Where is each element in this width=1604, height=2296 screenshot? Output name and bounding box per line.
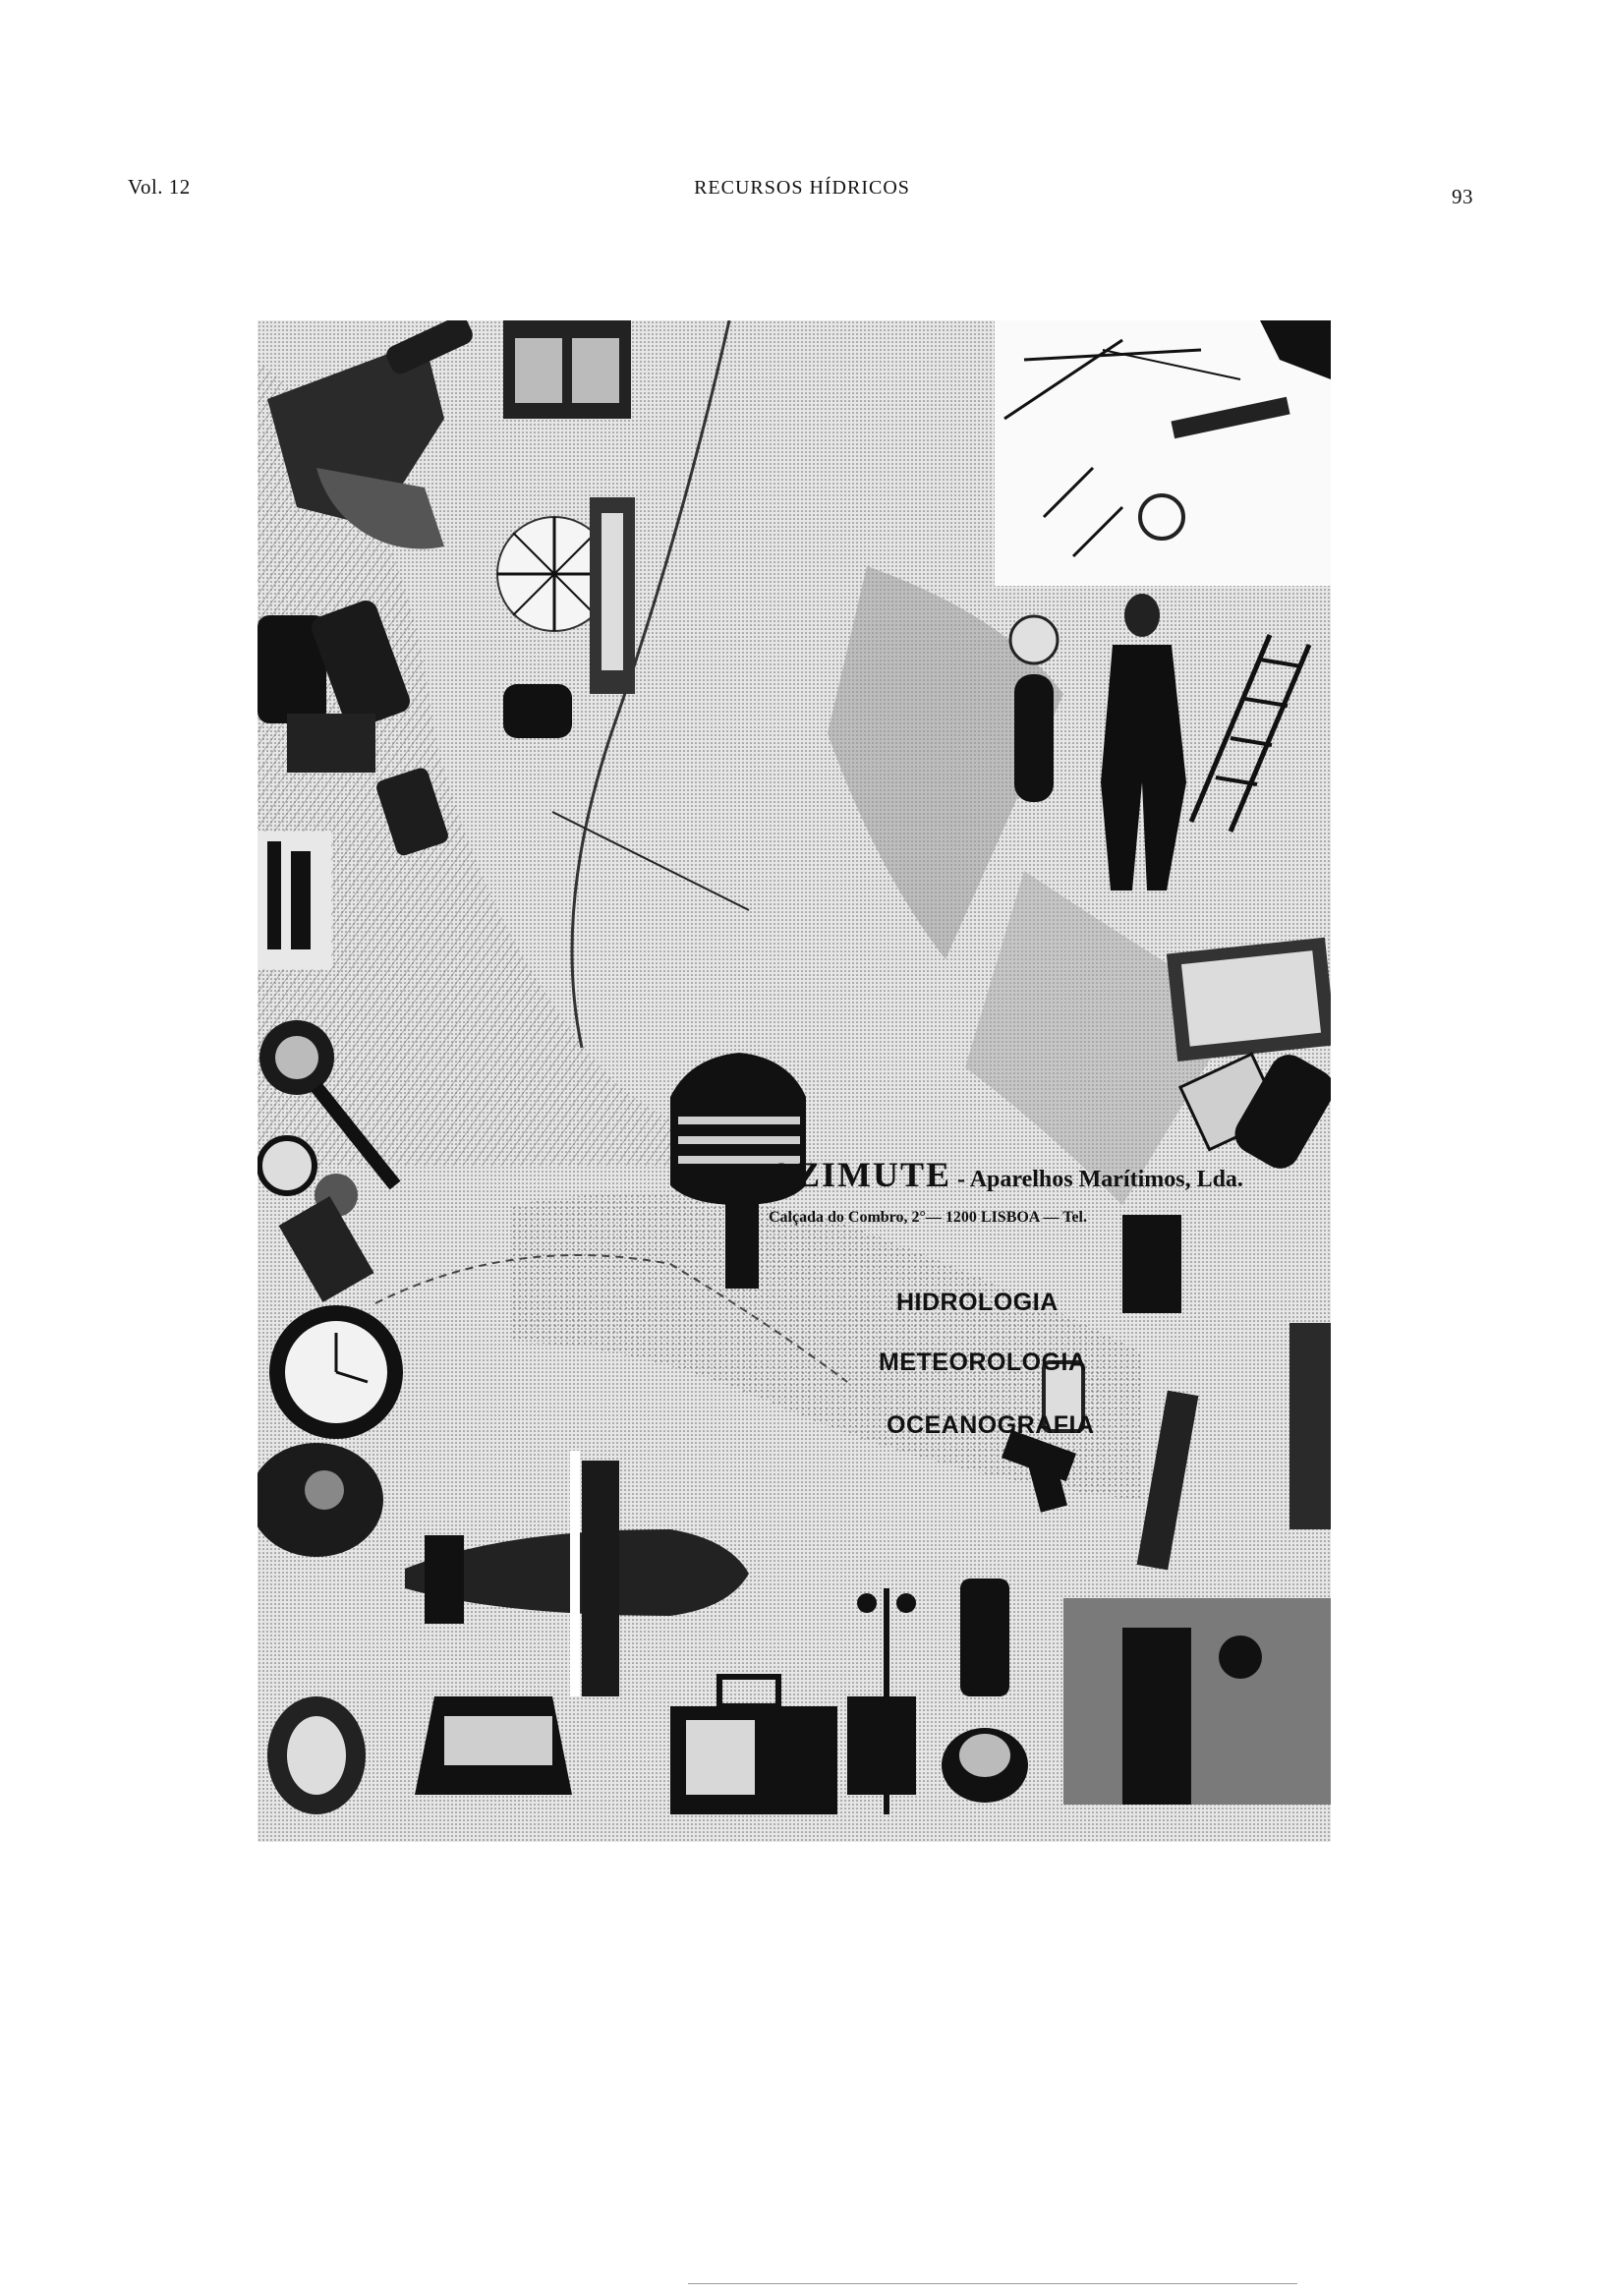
reel-recorder-photo (258, 1443, 383, 1557)
advertisement-panel: AZIMUTE- Aparelhos Marítimos, Lda. Calça… (258, 320, 1331, 1842)
page-number: 93 (1452, 185, 1473, 208)
pressure-gauge-photo (258, 1135, 374, 1302)
field-hidrologia: HIDROLOGIA (896, 1289, 1059, 1316)
wind-rose (496, 516, 612, 632)
sextant-photo (267, 320, 473, 549)
recorder-box-photo (503, 320, 631, 419)
company-tagline: - Aparelhos Marítimos, Lda. (957, 1167, 1243, 1192)
field-oceanografia: OCEANOGRAFIA (887, 1411, 1095, 1439)
advertisement-collage (258, 320, 1331, 1842)
framed-chart-photo (1166, 937, 1331, 1169)
company-address: Calçada do Combro, 2°— 1200 LISBOA — Tel… (769, 1209, 1087, 1226)
bottom-rule (688, 2283, 1297, 2284)
company-name: AZIMUTE (769, 1155, 952, 1194)
company-brand-line: AZIMUTE- Aparelhos Marítimos, Lda. (769, 1154, 1243, 1195)
thermometer-photo (590, 497, 635, 694)
clock-dial-photo (269, 1305, 403, 1439)
field-meteorologia: METEOROLOGIA (879, 1349, 1087, 1376)
survival-suit-photo (1008, 594, 1186, 890)
binoculars-photo (258, 601, 411, 773)
torpedo-sampler-photo (405, 1451, 749, 1696)
water-sampler-photo (1063, 1598, 1331, 1805)
current-sensor-photo (942, 1578, 1028, 1803)
bracket-photo (258, 832, 331, 969)
cable-reel-photo (267, 1696, 366, 1814)
current-meter-dial-photo (259, 1020, 401, 1190)
tall-sensor-photo (1122, 1215, 1331, 1571)
winch-photo (415, 1696, 572, 1795)
drafting-tools-photo (995, 320, 1331, 586)
buoy-sensor-photo (670, 1053, 806, 1289)
field-recorder-photo (670, 1674, 837, 1814)
anemometer-photo (847, 1588, 916, 1814)
instrument-case-photo (376, 684, 572, 856)
flare-pistol-photo (1001, 1360, 1085, 1513)
rope-ladder-photo (1188, 634, 1312, 832)
running-head-journal-title: RECURSOS HÍDRICOS (694, 177, 910, 199)
running-head-volume: Vol. 12 (128, 175, 191, 199)
